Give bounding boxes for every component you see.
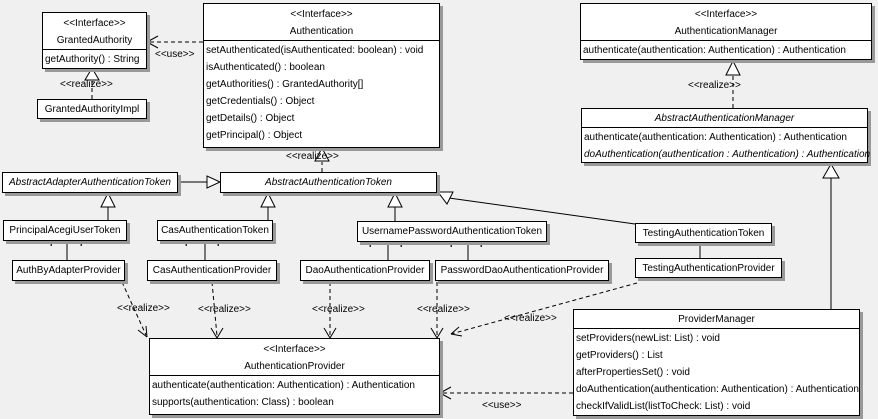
class-title: <<Interface>> AuthenticationProvider — [150, 339, 439, 375]
stereotype: <<Interface>> — [263, 344, 326, 355]
class-title: <<Interface>> AuthenticationManager — [581, 4, 871, 40]
stereotype: <<Interface>> — [63, 18, 126, 29]
class-cas-authentication-provider[interactable]: CasAuthenticationProvider — [147, 260, 277, 281]
plus-mark: + — [711, 237, 718, 249]
class-name: ProviderManager — [678, 314, 755, 325]
methods-compartment: authenticate(authentication: Authenticat… — [581, 40, 871, 60]
methods-compartment: setAuthenticated(isAuthenticated: boolea… — [204, 40, 439, 145]
class-name: UsernamePasswordAuthenticationToken — [361, 226, 543, 237]
class-password-dao-authentication-provider[interactable]: PasswordDaoAuthenticationProvider — [435, 260, 609, 281]
method: authenticate(authentication: Authenticat… — [152, 380, 415, 391]
plus-mark: + — [215, 238, 222, 250]
method: getProviders() : List — [576, 350, 663, 361]
class-name: GrantedAuthority — [56, 35, 133, 46]
stereotype: <<Interface>> — [290, 9, 353, 20]
class-provider-manager[interactable]: ProviderManager setProviders(newList: Li… — [573, 309, 860, 416]
realize-label: <<realize>> — [688, 80, 741, 91]
class-title: AbstractAuthenticationManager — [582, 109, 867, 127]
class-name: Authentication — [289, 26, 354, 37]
class-authentication-provider[interactable]: <<Interface>> AuthenticationProvider aut… — [149, 338, 440, 415]
class-testing-authentication-provider[interactable]: TestingAuthenticationProvider — [635, 258, 782, 278]
class-principal-acegi-user-token[interactable]: PrincipalAcegiUserToken — [3, 220, 127, 241]
class-authentication[interactable]: <<Interface>> Authentication setAuthenti… — [203, 3, 440, 148]
method: getAuthority() : String — [45, 54, 140, 65]
realize-label: <<realize>> — [504, 313, 557, 324]
method: supports(authentication: Class) : boolea… — [152, 397, 334, 408]
method: getDetails() : Object — [206, 113, 295, 124]
class-granted-authority-impl[interactable]: GrantedAuthorityImpl — [37, 99, 147, 119]
use-label: <<use>> — [482, 400, 522, 411]
plus-mark: + — [48, 238, 55, 250]
realize-label: <<realize>> — [286, 151, 339, 162]
class-name: AuthenticationProvider — [244, 361, 345, 372]
method: authenticate(authentication: Authenticat… — [584, 132, 847, 143]
method: doAuthentication(authentication : Authen… — [584, 149, 871, 160]
method: getCredentials() : Object — [206, 96, 315, 107]
methods-compartment: setProviders(newList: List) : void getPr… — [574, 328, 859, 416]
methods-compartment: getAuthority() : String — [43, 49, 146, 69]
method: getPrincipal() : Object — [206, 130, 303, 141]
plus-mark: + — [78, 238, 85, 250]
method: doAuthentication(authentication: Authent… — [576, 384, 859, 395]
class-name: PrincipalAcegiUserToken — [9, 225, 121, 236]
realize-label: <<realize>> — [60, 79, 113, 90]
method: authenticate(authentication: Authenticat… — [583, 45, 846, 56]
class-name: CasAuthenticationToken — [161, 225, 269, 236]
realize-label: <<realize>> — [417, 304, 470, 315]
plus-mark: + — [398, 239, 405, 251]
plus-mark: + — [680, 237, 687, 249]
class-name: DaoAuthenticationProvider — [305, 265, 425, 276]
class-username-password-authentication-token[interactable]: UsernamePasswordAuthenticationToken — [357, 221, 547, 242]
class-dao-authentication-provider[interactable]: DaoAuthenticationProvider — [300, 260, 430, 281]
class-name: PasswordDaoAuthenticationProvider — [440, 265, 604, 276]
class-name: GrantedAuthorityImpl — [44, 103, 140, 115]
class-authentication-manager[interactable]: <<Interface>> AuthenticationManager auth… — [580, 3, 872, 60]
method: isAuthenticated() : boolean — [206, 62, 325, 73]
class-name: TestingAuthenticationToken — [642, 227, 765, 239]
realize-label: <<realize>> — [198, 304, 251, 315]
class-granted-authority[interactable]: <<Interface>> GrantedAuthority getAuthor… — [42, 12, 147, 69]
use-label: <<use>> — [155, 49, 195, 60]
class-name: AbstractAuthenticationManager — [654, 113, 795, 124]
class-name: AuthenticationManager — [674, 26, 778, 37]
methods-compartment: authenticate(authentication: Authenticat… — [582, 127, 871, 164]
method: afterPropertiesSet() : void — [576, 367, 690, 378]
method: getAuthorities() : GrantedAuthority[] — [206, 79, 364, 90]
realize-label: <<realize>> — [117, 303, 170, 314]
class-title: <<Interface>> Authentication — [204, 4, 439, 40]
plus-mark: + — [183, 238, 190, 250]
class-name: CasAuthenticationProvider — [152, 265, 272, 276]
stereotype: <<Interface>> — [694, 9, 758, 20]
plus-mark: + — [448, 239, 455, 251]
method: setAuthenticated(isAuthenticated: boolea… — [206, 45, 424, 56]
method: setProviders(newList: List) : void — [576, 333, 720, 344]
class-cas-authentication-token[interactable]: CasAuthenticationToken — [157, 220, 273, 241]
plus-mark: + — [478, 239, 485, 251]
methods-compartment: authenticate(authentication: Authenticat… — [150, 375, 439, 412]
class-title: ProviderManager — [574, 310, 859, 328]
class-name: AbstractAdapterAuthenticationToken — [9, 177, 171, 188]
class-abstract-authentication-token[interactable]: AbstractAuthenticationToken — [220, 172, 437, 193]
class-name: AuthByAdapterProvider — [16, 265, 121, 276]
method: checkIfValidList(listToCheck: List) : vo… — [576, 401, 751, 412]
plus-mark: + — [367, 239, 374, 251]
class-name: TestingAuthenticationProvider — [642, 262, 775, 274]
class-abstract-adapter-authentication-token[interactable]: AbstractAdapterAuthenticationToken — [2, 172, 178, 193]
realize-label: <<realize>> — [312, 304, 365, 315]
class-auth-by-adapter-provider[interactable]: AuthByAdapterProvider — [12, 260, 125, 281]
class-testing-authentication-token[interactable]: TestingAuthenticationToken — [635, 223, 772, 243]
class-abstract-authentication-manager[interactable]: AbstractAuthenticationManager authentica… — [581, 108, 871, 164]
class-name: AbstractAuthenticationToken — [265, 177, 392, 188]
class-title: <<Interface>> GrantedAuthority — [43, 13, 146, 49]
